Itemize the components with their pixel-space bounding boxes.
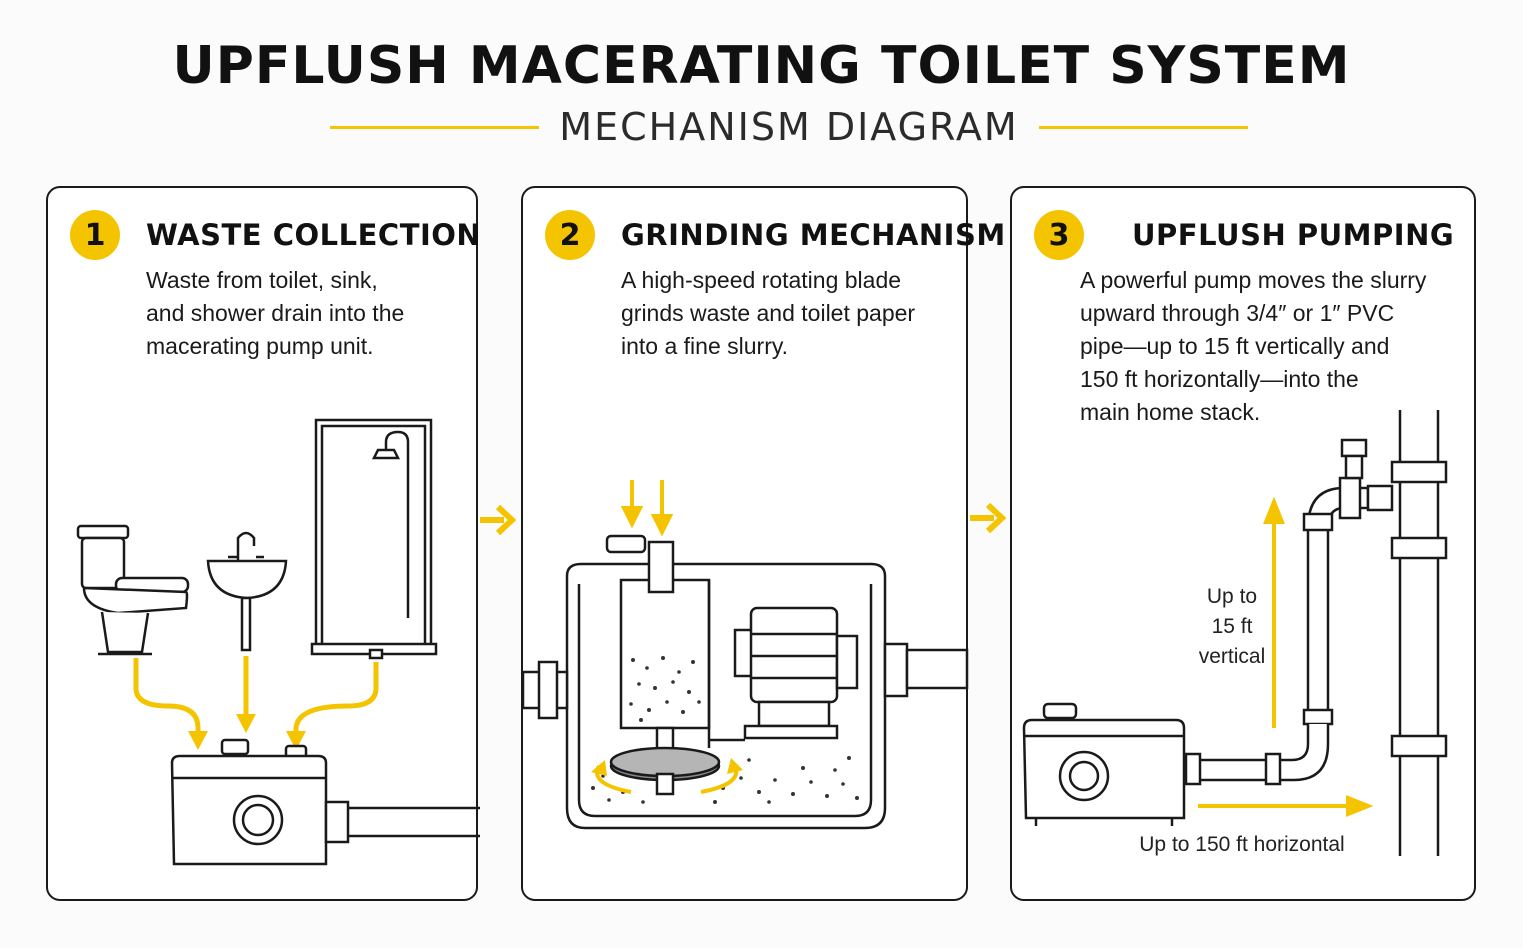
- horizontal-distance-arrow: [1198, 795, 1374, 817]
- shower-icon: [310, 418, 438, 660]
- toilet-icon: [76, 524, 190, 656]
- step-description: A high-speed rotating blade grinds waste…: [621, 267, 916, 359]
- waste-collection-illustration: [76, 418, 480, 866]
- subtitle-divider-right: [1038, 125, 1248, 129]
- grinding-mechanism-illustration: [521, 480, 969, 830]
- pump-unit-icon: [1022, 702, 1186, 826]
- slurry-particles: [591, 656, 859, 804]
- grinding-chamber-icon: [619, 540, 711, 748]
- step-title: WASTE COLLECTION: [146, 218, 482, 252]
- subtitle-row: MECHANISM DIAGRAM: [330, 100, 1248, 154]
- motor-icon: [709, 606, 859, 742]
- flow-arrow-1-to-2: [480, 504, 517, 536]
- flow-arrow-2-to-3: [970, 502, 1007, 534]
- drain-flow-arrowheads: [188, 714, 306, 750]
- step-panel-grinding-mechanism: 2 GRINDING MECHANISM A high-speed rotati…: [521, 186, 1005, 901]
- step-description: Waste from toilet, sink, and shower drai…: [146, 267, 405, 359]
- riser-pipe: [1184, 438, 1394, 786]
- step-panel-waste-collection: 1 WASTE COLLECTION Waste from toilet, si…: [46, 186, 482, 901]
- vertical-distance-label: Up to 15 ft vertical: [1198, 585, 1266, 668]
- macerator-unit-icon: [170, 738, 480, 866]
- page-subtitle: MECHANISM DIAGRAM: [559, 105, 1019, 149]
- step-title: UPFLUSH PUMPING: [1132, 218, 1455, 252]
- step-number-badge: 2: [545, 210, 595, 260]
- drain-flow-arrows: [133, 656, 379, 736]
- step-number-badge: 1: [70, 210, 120, 260]
- vertical-distance-arrow: [1263, 496, 1285, 728]
- page-title: UPFLUSH MACERATING TOILET SYSTEM: [172, 36, 1351, 96]
- step-number-badge: 3: [1034, 210, 1084, 260]
- step-description: A powerful pump moves the slurry upward …: [1080, 267, 1427, 425]
- step-panel-upflush-pumping: 3 UPFLUSH PUMPING A powerful pump moves …: [1010, 186, 1476, 901]
- subtitle-divider-left: [330, 125, 540, 129]
- rotating-blade-icon: [609, 726, 721, 796]
- sink-icon: [206, 531, 288, 652]
- horizontal-distance-label: Up to 150 ft horizontal: [1139, 833, 1345, 856]
- rotation-arrowheads: [591, 758, 743, 776]
- step-title: GRINDING MECHANISM: [621, 218, 1006, 252]
- main-home-stack: [1390, 410, 1448, 856]
- pump-housing: [521, 534, 969, 830]
- upflush-pumping-illustration: [1022, 410, 1448, 856]
